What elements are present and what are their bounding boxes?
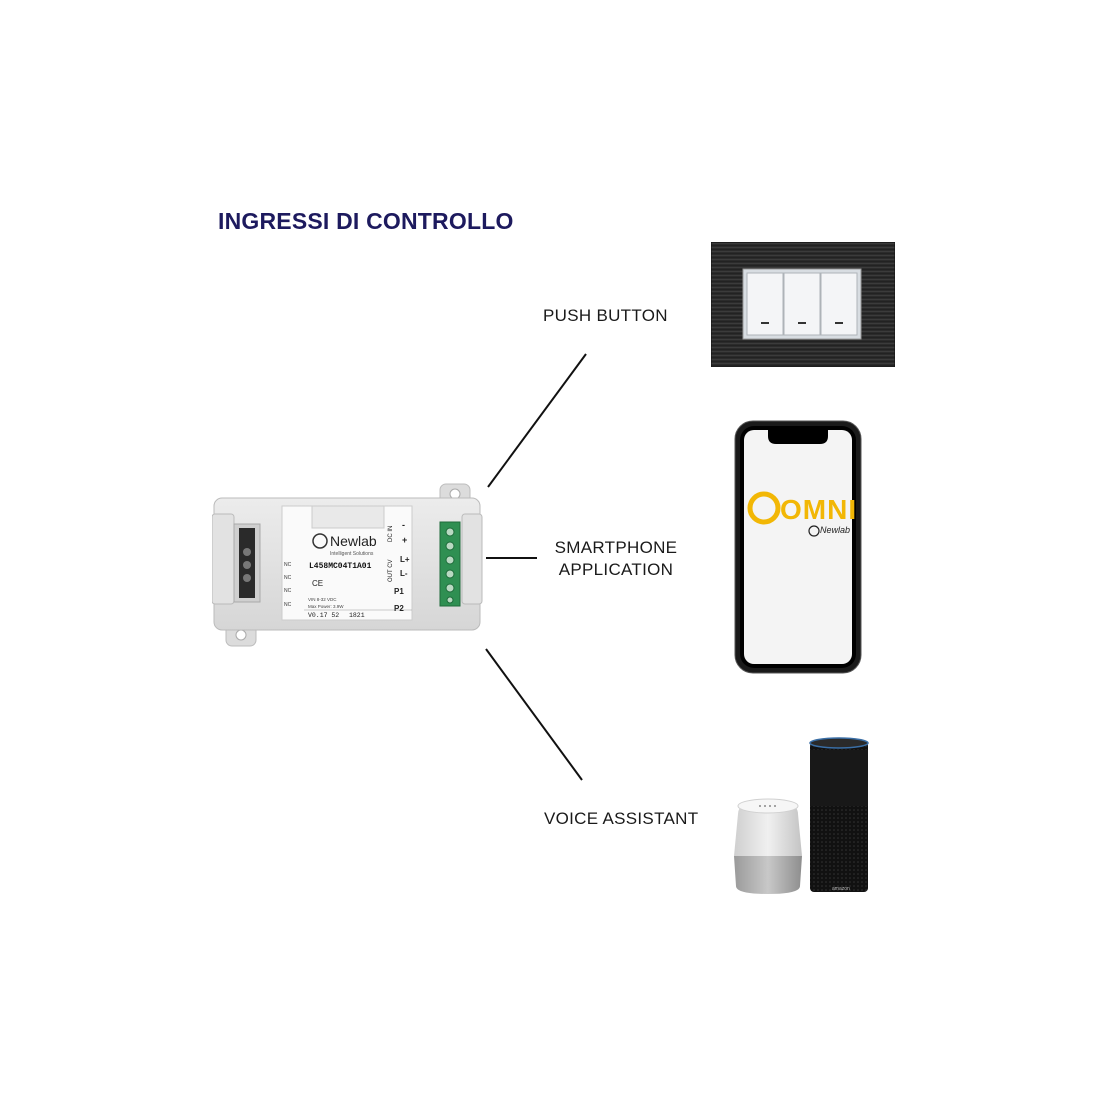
device-brand-sub: Intelligent Solutions [330,551,374,557]
speaker-brand: amazon [832,886,850,892]
terminal-l-plus: L+ [400,555,410,564]
terminal-left-2: NC [284,575,292,581]
smartphone-label-line2: APPLICATION [558,560,674,579]
smart-speaker-tall: amazon [809,737,869,892]
device-spec-2: Max Power: 3.9W [308,604,344,609]
wall-switch-image [711,242,895,367]
omni-logo-text: OMNI [780,494,857,525]
device-spec-1: VIN 8-32 VDC [308,597,337,602]
terminal-out-cv: OUT CV [388,559,394,582]
button-indicator-icon [835,322,843,324]
phone-notch [768,430,828,444]
push-button-label: PUSH BUTTON [543,306,668,325]
smart-speaker-small [734,798,802,894]
smartphone-label-line1: SMARTPHONE [554,538,678,557]
button-indicator-icon [798,322,806,324]
terminal-p2: P2 [394,604,404,613]
omni-logo-icon [747,491,781,525]
newlab-logo-icon [312,533,328,549]
device-date: 1821 [349,612,365,619]
terminal-left-1: NC [284,562,292,568]
terminal-left-4: NC [284,602,292,608]
terminal-left-3: NC [284,588,292,594]
terminal-p1: P1 [394,587,404,596]
device-model: L458MC04T1A01 [309,562,372,571]
light-ring-icon [809,737,869,749]
terminal-minus: - [402,520,405,530]
omni-brand: Newlab [820,525,850,535]
voice-assistant-image: amazon [734,737,869,894]
terminal-plus: + [402,535,407,545]
newlab-small-logo-icon [808,525,820,537]
page-title: INGRESSI DI CONTROLLO [218,208,514,234]
terminal-l-minus: L- [400,569,408,578]
device-version: V0.17 52 [308,612,339,619]
controller-device: Newlab Intelligent Solutions L458MC04T1A… [212,483,483,647]
voice-assistant-label: VOICE ASSISTANT [544,809,699,828]
connector-line-push [487,353,587,488]
button-indicator-icon [761,322,769,324]
device-brand: Newlab [330,533,377,549]
terminal-dc-in: DC IN [388,526,394,542]
smartphone-application-label: SMARTPHONE APPLICATION [540,537,692,581]
smartphone-image: OMNI Newlab [734,420,862,674]
ce-mark-icon: CE [312,579,323,588]
connector-line-voice [485,648,583,781]
